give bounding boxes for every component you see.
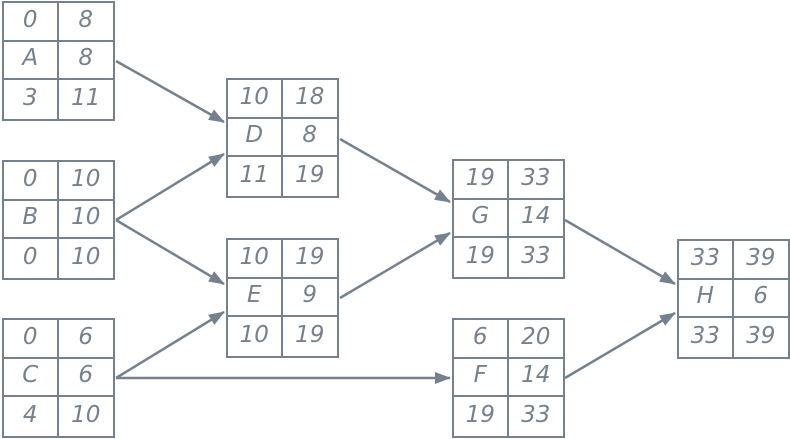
cell-late-start: 19 bbox=[454, 397, 509, 436]
cell-late-start: 10 bbox=[228, 317, 283, 356]
cell-duration: 14 bbox=[508, 200, 563, 239]
cell-early-finish: 33 bbox=[508, 161, 563, 200]
arrow-c-e bbox=[115, 310, 225, 380]
cell-late-finish: 33 bbox=[521, 402, 551, 429]
cell-early-finish: 39 bbox=[733, 241, 788, 280]
arrow-b-e bbox=[115, 218, 225, 286]
cell-early-finish: 18 bbox=[282, 80, 337, 119]
cell-late-finish: 39 bbox=[746, 323, 776, 350]
node-f: 6 20 F 14 19 33 bbox=[452, 318, 565, 438]
cell-activity-name: E bbox=[228, 278, 283, 318]
arrow-g-h bbox=[564, 218, 676, 286]
cell-early-start: 6 bbox=[454, 320, 509, 359]
cell-late-start: 3 bbox=[4, 80, 59, 119]
cell-late-finish: 19 bbox=[295, 162, 325, 189]
arrow-d-g bbox=[339, 137, 451, 204]
node-a: 0 8 A 8 3 11 bbox=[2, 1, 115, 121]
cell-duration: 10 bbox=[58, 201, 113, 240]
cell-duration: 8 bbox=[58, 42, 113, 81]
cell-activity-name: C bbox=[4, 358, 59, 398]
cell-late-start: 33 bbox=[679, 318, 734, 357]
cell-activity-name: A bbox=[4, 41, 59, 81]
cell-early-start: 0 bbox=[4, 320, 59, 359]
cell-early-start: 10 bbox=[228, 80, 283, 119]
arrow-b-d bbox=[115, 152, 225, 222]
cell-early-finish: 6 bbox=[58, 320, 113, 359]
node-c: 0 6 C 6 4 10 bbox=[2, 318, 115, 438]
cell-early-finish: 8 bbox=[58, 3, 113, 42]
cell-early-start: 33 bbox=[679, 241, 734, 280]
cell-late-finish: 19 bbox=[295, 322, 325, 349]
cell-duration: 8 bbox=[282, 119, 337, 158]
cell-duration: 6 bbox=[58, 359, 113, 398]
node-b: 0 10 B 10 0 10 bbox=[2, 160, 115, 280]
cell-early-finish: 20 bbox=[508, 320, 563, 359]
cell-activity-name: D bbox=[228, 118, 283, 158]
cell-late-start: 11 bbox=[228, 157, 283, 196]
arrow-e-g bbox=[339, 231, 451, 300]
arrow-a-d bbox=[115, 59, 225, 124]
cell-late-finish: 10 bbox=[71, 244, 101, 271]
cell-late-start: 4 bbox=[4, 397, 59, 436]
cell-late-start: 0 bbox=[4, 239, 59, 278]
cell-early-start: 10 bbox=[228, 240, 283, 279]
cell-early-finish: 10 bbox=[58, 162, 113, 201]
cell-activity-name: H bbox=[679, 279, 734, 319]
node-g: 19 33 G 14 19 33 bbox=[452, 159, 565, 279]
node-e: 10 19 E 9 10 19 bbox=[226, 238, 339, 358]
cell-early-start: 19 bbox=[454, 161, 509, 200]
node-d: 10 18 D 8 11 19 bbox=[226, 78, 339, 198]
cell-late-finish: 10 bbox=[71, 402, 101, 429]
cell-duration: 6 bbox=[733, 280, 788, 319]
cell-activity-name: B bbox=[4, 200, 59, 240]
cell-late-finish: 33 bbox=[521, 243, 551, 270]
cell-duration: 14 bbox=[508, 359, 563, 398]
arrow-f-h bbox=[564, 311, 676, 380]
cell-early-start: 0 bbox=[4, 162, 59, 201]
cell-activity-name: G bbox=[454, 199, 509, 239]
cell-duration: 9 bbox=[282, 279, 337, 318]
cell-early-start: 0 bbox=[4, 3, 59, 42]
cell-late-finish: 11 bbox=[71, 85, 101, 112]
cell-early-finish: 19 bbox=[282, 240, 337, 279]
cell-late-start: 19 bbox=[454, 238, 509, 277]
cell-activity-name: F bbox=[454, 358, 509, 398]
node-h: 33 39 H 6 33 39 bbox=[677, 239, 790, 359]
